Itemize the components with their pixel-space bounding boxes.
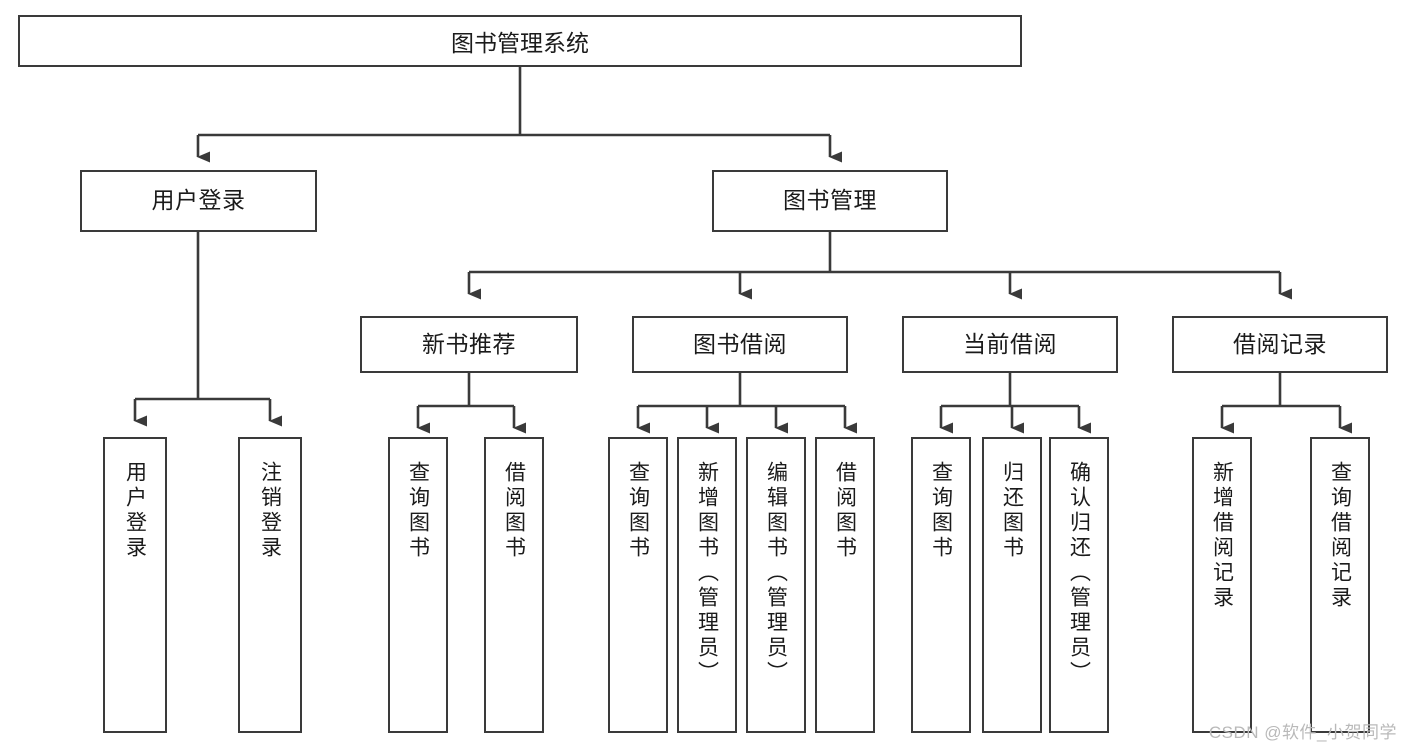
node-label: 新增借阅记录 [1210,461,1234,611]
node-label: 用户登录 [151,187,246,214]
node-label: 新书推荐 [422,330,516,357]
node-label: 图书管理系统 [451,30,589,56]
node-label: 当前借阅 [963,330,1057,357]
node-leaf-query-books-borrow[interactable]: 查询图书 [608,437,668,733]
node-leaf-borrow-books[interactable]: 借阅图书 [815,437,875,733]
node-leaf-logout[interactable]: 注销登录 [238,437,302,733]
node-label: 归还图书 [1000,461,1024,561]
node-label: 借阅记录 [1233,330,1327,357]
node-level3-new-book-recommend[interactable]: 新书推荐 [360,316,578,373]
node-leaf-edit-book-admin[interactable]: 编辑图书（管理员） [746,437,806,733]
node-leaf-confirm-return-admin[interactable]: 确认归还（管理员） [1049,437,1109,733]
node-label: 编辑图书（管理员） [764,461,788,686]
node-level3-borrow-records[interactable]: 借阅记录 [1172,316,1388,373]
node-label: 注销登录 [258,461,282,561]
watermark: CSDN @软件_小贺同学 [1208,723,1397,742]
node-label: 用户登录 [123,461,147,561]
node-label: 新增图书（管理员） [695,461,719,686]
node-leaf-return-books[interactable]: 归还图书 [982,437,1042,733]
node-leaf-add-borrow-record[interactable]: 新增借阅记录 [1192,437,1252,733]
node-label: 查询图书 [626,461,650,561]
node-label: 查询图书 [406,461,430,561]
node-leaf-query-books-recommend[interactable]: 查询图书 [388,437,448,733]
node-level2-user-login[interactable]: 用户登录 [80,170,317,232]
node-label: 查询借阅记录 [1328,461,1352,611]
node-level3-book-borrow[interactable]: 图书借阅 [632,316,848,373]
node-label: 借阅图书 [502,461,526,561]
node-label: 确认归还（管理员） [1067,461,1091,686]
node-leaf-user-login[interactable]: 用户登录 [103,437,167,733]
node-leaf-borrow-books-recommend[interactable]: 借阅图书 [484,437,544,733]
node-leaf-add-book-admin[interactable]: 新增图书（管理员） [677,437,737,733]
node-level2-book-management[interactable]: 图书管理 [712,170,948,232]
node-label: 查询图书 [929,461,953,561]
node-label: 图书借阅 [693,330,787,357]
node-root[interactable]: 图书管理系统 [18,15,1022,67]
node-leaf-query-books-current[interactable]: 查询图书 [911,437,971,733]
node-label: 借阅图书 [833,461,857,561]
node-label: 图书管理 [783,187,877,214]
node-level3-current-borrow[interactable]: 当前借阅 [902,316,1118,373]
node-leaf-query-borrow-record[interactable]: 查询借阅记录 [1310,437,1370,733]
